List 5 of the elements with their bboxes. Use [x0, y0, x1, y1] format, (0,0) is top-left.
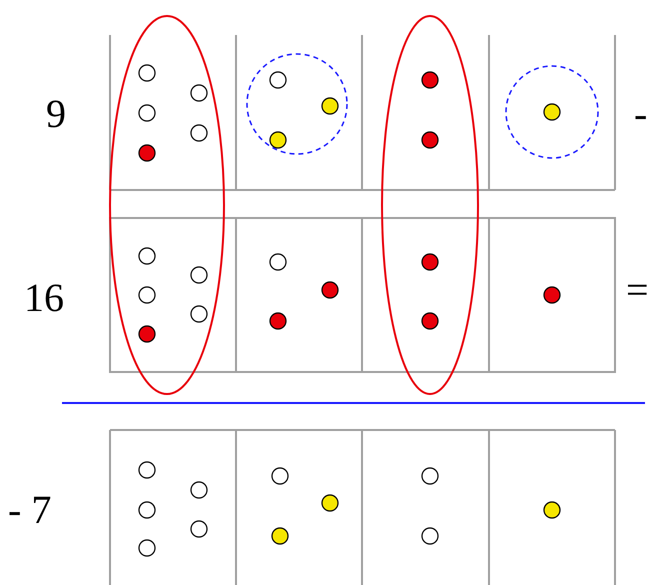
row-number: 16 [24, 276, 64, 320]
row-number: 9 [46, 92, 66, 136]
row-number: - 7 [8, 488, 52, 532]
operator-sign: = [626, 268, 649, 312]
operator-sign: - [634, 92, 648, 136]
